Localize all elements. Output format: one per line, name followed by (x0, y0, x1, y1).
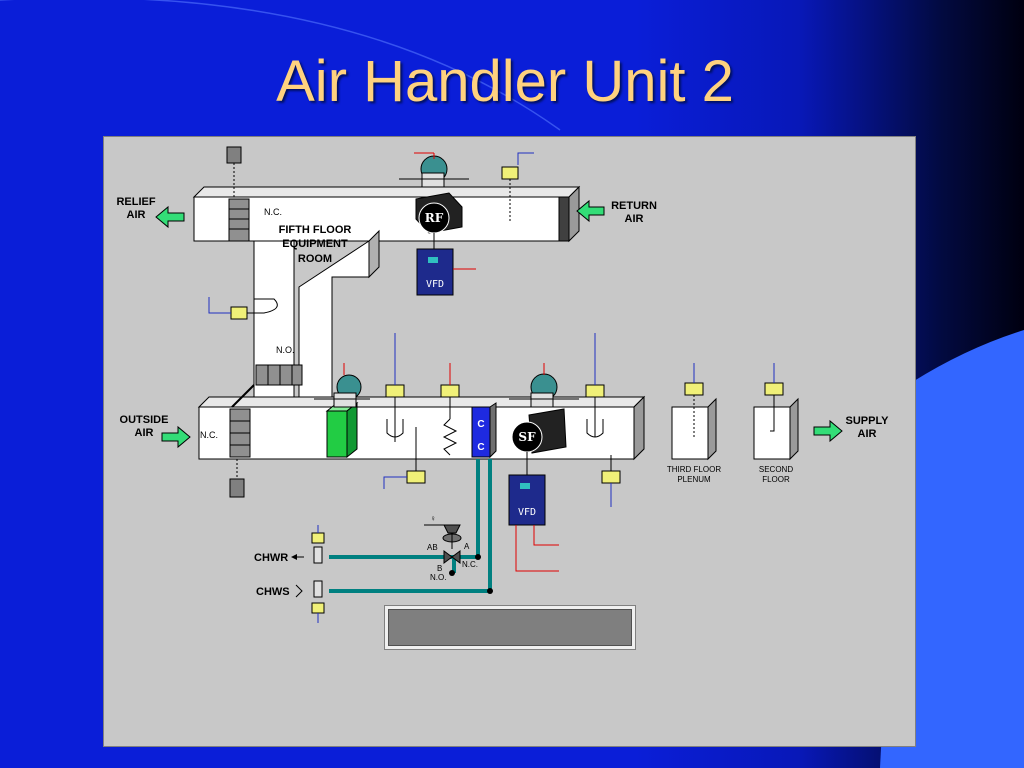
relief-actuator (226, 146, 242, 199)
outside-air-label-2: AIR (135, 427, 154, 439)
ahu-schematic: N.C. FIFTH FLOOR EQUIPMENT ROOM N.O. N.C… (116, 146, 889, 623)
slide-title: Air Handler Unit 2 (276, 49, 734, 114)
status-display (384, 605, 636, 650)
valve-label-no: N.O. (430, 573, 446, 582)
return-air-label-1: RETURN (611, 200, 657, 212)
relief-air-arrow (155, 205, 185, 229)
second-floor-label-1: SECOND (759, 465, 793, 474)
vfd-top: VFD (416, 233, 476, 296)
damper-nc-label: N.C. (264, 207, 282, 217)
relief-air-label-2: AIR (127, 209, 146, 221)
chwr-label: CHWR (254, 552, 288, 564)
supply-air-arrow (813, 419, 843, 443)
mixed-air-actuator (314, 363, 370, 408)
return-damper (558, 196, 570, 242)
equipment-room-line1: FIFTH FLOOR (279, 224, 352, 236)
return-air-label-2: AIR (625, 213, 644, 225)
chwr-group: CHWR (254, 525, 325, 564)
damper-no-label: N.O. (276, 345, 295, 355)
outside-air-arrow (161, 425, 191, 449)
relief-damper (228, 198, 250, 242)
relief-air-group: RELIEF AIR (116, 196, 185, 229)
mixing-damper (255, 364, 303, 386)
cooling-coil: C C (471, 402, 497, 459)
relief-air-label-1: RELIEF (116, 196, 155, 208)
filter (325, 401, 359, 459)
supply-air-label-1: SUPPLY (845, 415, 889, 427)
return-duct (192, 185, 581, 243)
return-air-group: RETURN AIR (576, 199, 657, 225)
vfd-bottom-label: VFD (518, 507, 536, 518)
vfd-top-label: VFD (426, 279, 444, 290)
discharge-sensor (585, 333, 605, 438)
third-floor-plenum: THIRD FLOOR PLENUM (667, 363, 721, 484)
third-floor-label-2: PLENUM (677, 475, 711, 484)
valve-label-nc: N.C. (462, 560, 478, 569)
low-temp-sensor (383, 427, 426, 489)
return-air-sensor (501, 152, 534, 223)
supply-duct (197, 395, 646, 461)
mixed-air-sensor (385, 333, 405, 442)
chws-group: CHWS (256, 580, 325, 623)
equipment-room-line3: ROOM (298, 253, 332, 265)
outside-air-actuator (229, 459, 245, 498)
mixing-linkage (231, 384, 255, 408)
return-air-arrow (576, 199, 605, 223)
second-floor: SECOND FLOOR (753, 363, 799, 484)
control-valve: ♀ AB A B N.C. N.O. (424, 514, 478, 582)
equipment-room-line2: EQUIPMENT (282, 238, 348, 250)
coil-label-c2: C (477, 442, 484, 453)
equipment-room-sensor (208, 297, 278, 320)
outside-air-group: OUTSIDE AIR (120, 414, 191, 449)
status-display-screen (388, 609, 632, 646)
supply-air-label-2: AIR (858, 428, 877, 440)
chws-label: CHWS (256, 586, 290, 598)
valve-label-ab: AB (427, 543, 438, 552)
supply-fan-label: SF (518, 430, 536, 444)
supply-static-sensor (601, 455, 621, 507)
valve-actuator-mark: ♀ (430, 514, 436, 523)
damper-nc-label-outside: N.C. (200, 430, 218, 440)
chilled-water-piping (329, 459, 493, 594)
equipment-room-duct (298, 229, 380, 410)
coil-label-c1: C (477, 419, 484, 430)
valve-label-a: A (464, 542, 470, 551)
vfd-bottom: VFD (508, 452, 559, 572)
supply-air-group: SUPPLY AIR (813, 415, 889, 443)
second-floor-label-2: FLOOR (762, 475, 790, 484)
outside-air-label-1: OUTSIDE (120, 414, 169, 426)
return-fan-label: RF (425, 211, 444, 225)
ahu-diagram-panel: N.C. FIFTH FLOOR EQUIPMENT ROOM N.O. N.C… (103, 136, 916, 747)
preheat-coil (440, 363, 460, 456)
supply-fan: SF (509, 363, 579, 454)
outside-air-damper (229, 408, 251, 458)
valve-label-b: B (437, 564, 442, 573)
third-floor-label-1: THIRD FLOOR (667, 465, 721, 474)
return-fan: RF (399, 152, 469, 234)
